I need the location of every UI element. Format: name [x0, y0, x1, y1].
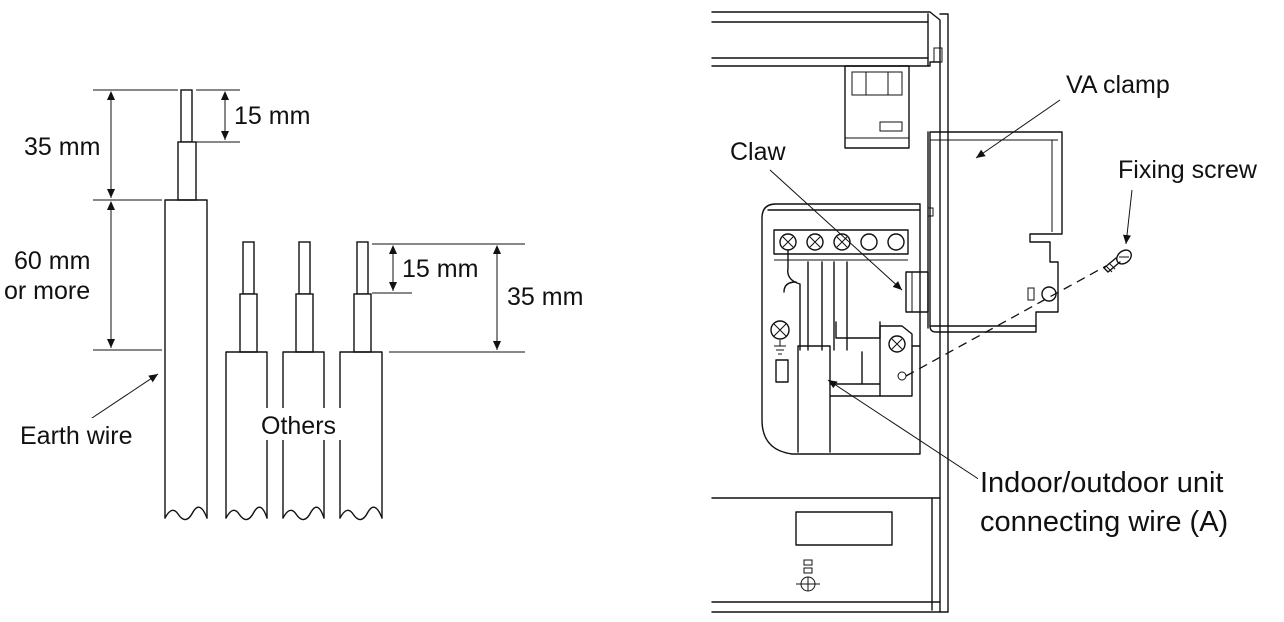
fixing-screw-guide-line [905, 265, 1107, 377]
other-wires-drawing [225, 241, 383, 521]
terminal-box [761, 203, 921, 455]
dim-15mm-others-label: 15 mm [402, 255, 478, 283]
fixing-screw-label: Fixing screw [1118, 156, 1258, 184]
va-clamp-leader [975, 99, 1061, 159]
dim-60mm-label-line2: or more [4, 277, 90, 305]
others-label: Others [261, 412, 336, 440]
dim-35mm-earth-label: 35 mm [24, 133, 100, 161]
earth-cut-end [164, 506, 208, 521]
dim-35mm-others-label: 35 mm [507, 283, 583, 311]
earth-bare-conductor [180, 89, 193, 143]
dimension-lines-left [88, 89, 525, 421]
dim-15mm-earth-label: 15 mm [234, 102, 310, 130]
claw-leader [769, 169, 903, 291]
display-window [795, 511, 893, 546]
indoor-unit-body [711, 11, 949, 613]
va-clamp [905, 131, 1063, 333]
fixing-screw-leader [1123, 189, 1133, 245]
claw-label: Claw [730, 138, 787, 166]
earth-wire-label: Earth wire [20, 422, 133, 450]
fixing-screw-icon [1103, 249, 1132, 273]
connecting-wire-label-line1: Indoor/outdoor unit [980, 467, 1223, 499]
earth-outer-sheath [164, 199, 208, 519]
earth-wire-drawing [164, 89, 208, 521]
earth-inner-insulation [177, 141, 197, 201]
connecting-wire-label-line2: connecting wire (A) [980, 506, 1228, 538]
terminal-screws [779, 233, 905, 251]
connecting-wire-leader [827, 379, 981, 481]
va-clamp-label: VA clamp [1066, 71, 1170, 99]
dim-60mm-label-line1: 60 mm [14, 247, 90, 275]
